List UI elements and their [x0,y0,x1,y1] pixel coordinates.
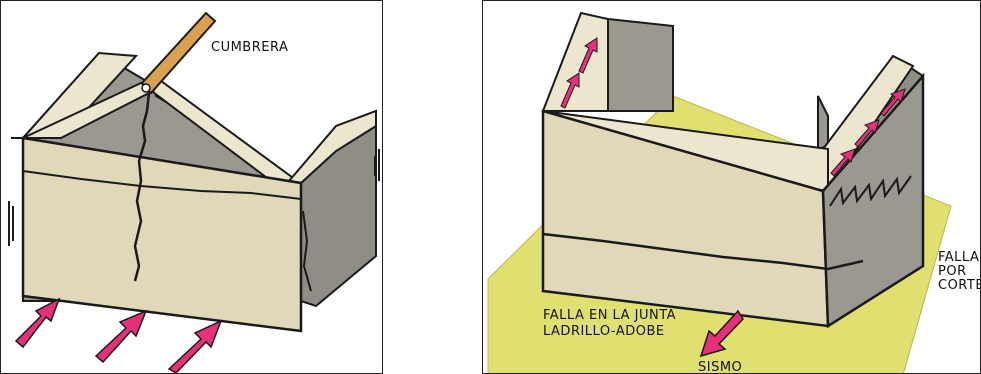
side-wall-crack [302,210,312,292]
motion-marks-right [374,149,380,181]
seismic-arrow-3 [167,319,223,373]
joint-crack [542,232,864,271]
seismic-arrows [14,297,223,373]
falla-junta-label-line1: FALLA EN LA JUNTA [543,308,676,323]
sismo-label: SISMO [698,360,742,374]
cumbrera-label: CUMBRERA [211,40,288,55]
falla-junta-label-line2: LADRILLO-ADOBE [543,324,665,339]
arrow-right-1 [830,148,856,177]
u-wall-failure-illustration: FALLA EN LA JUNTA LADRILLO-ADOBE FALLA P… [487,11,981,374]
vertical-crack [133,92,151,282]
seismic-arrow-1 [14,297,61,349]
inner-right-wall-shadow [817,95,829,151]
shear-crack [829,175,912,207]
sismo-arrow [699,309,744,358]
ridge-beam [140,11,217,95]
falla-corte-label-line2: POR [938,264,967,279]
arrow-left-1 [560,72,580,109]
left-diagram-panel: CUMBRERA [0,0,383,374]
ridge-beam-end [141,83,151,93]
seismic-arrow-2 [94,309,148,364]
left-arm-inner [607,17,674,112]
front-wall [21,136,303,333]
falla-corte-label-line3: CORTE [938,278,981,293]
motion-marks-left [8,201,14,246]
falla-corte-label-line1: FALLA [938,250,979,265]
arrow-left-2 [578,37,598,74]
right-diagram-panel: FALLA EN LA JUNTA LADRILLO-ADOBE FALLA P… [482,0,981,374]
left-arm-top [541,11,609,112]
arrow-right-3 [880,88,906,117]
gable-wall-failure-illustration: CUMBRERA [8,11,380,373]
left-arm-arrows [560,37,598,109]
arrow-right-2 [854,119,880,148]
horizontal-crack [22,170,302,200]
right-arm-arrows [830,88,906,177]
